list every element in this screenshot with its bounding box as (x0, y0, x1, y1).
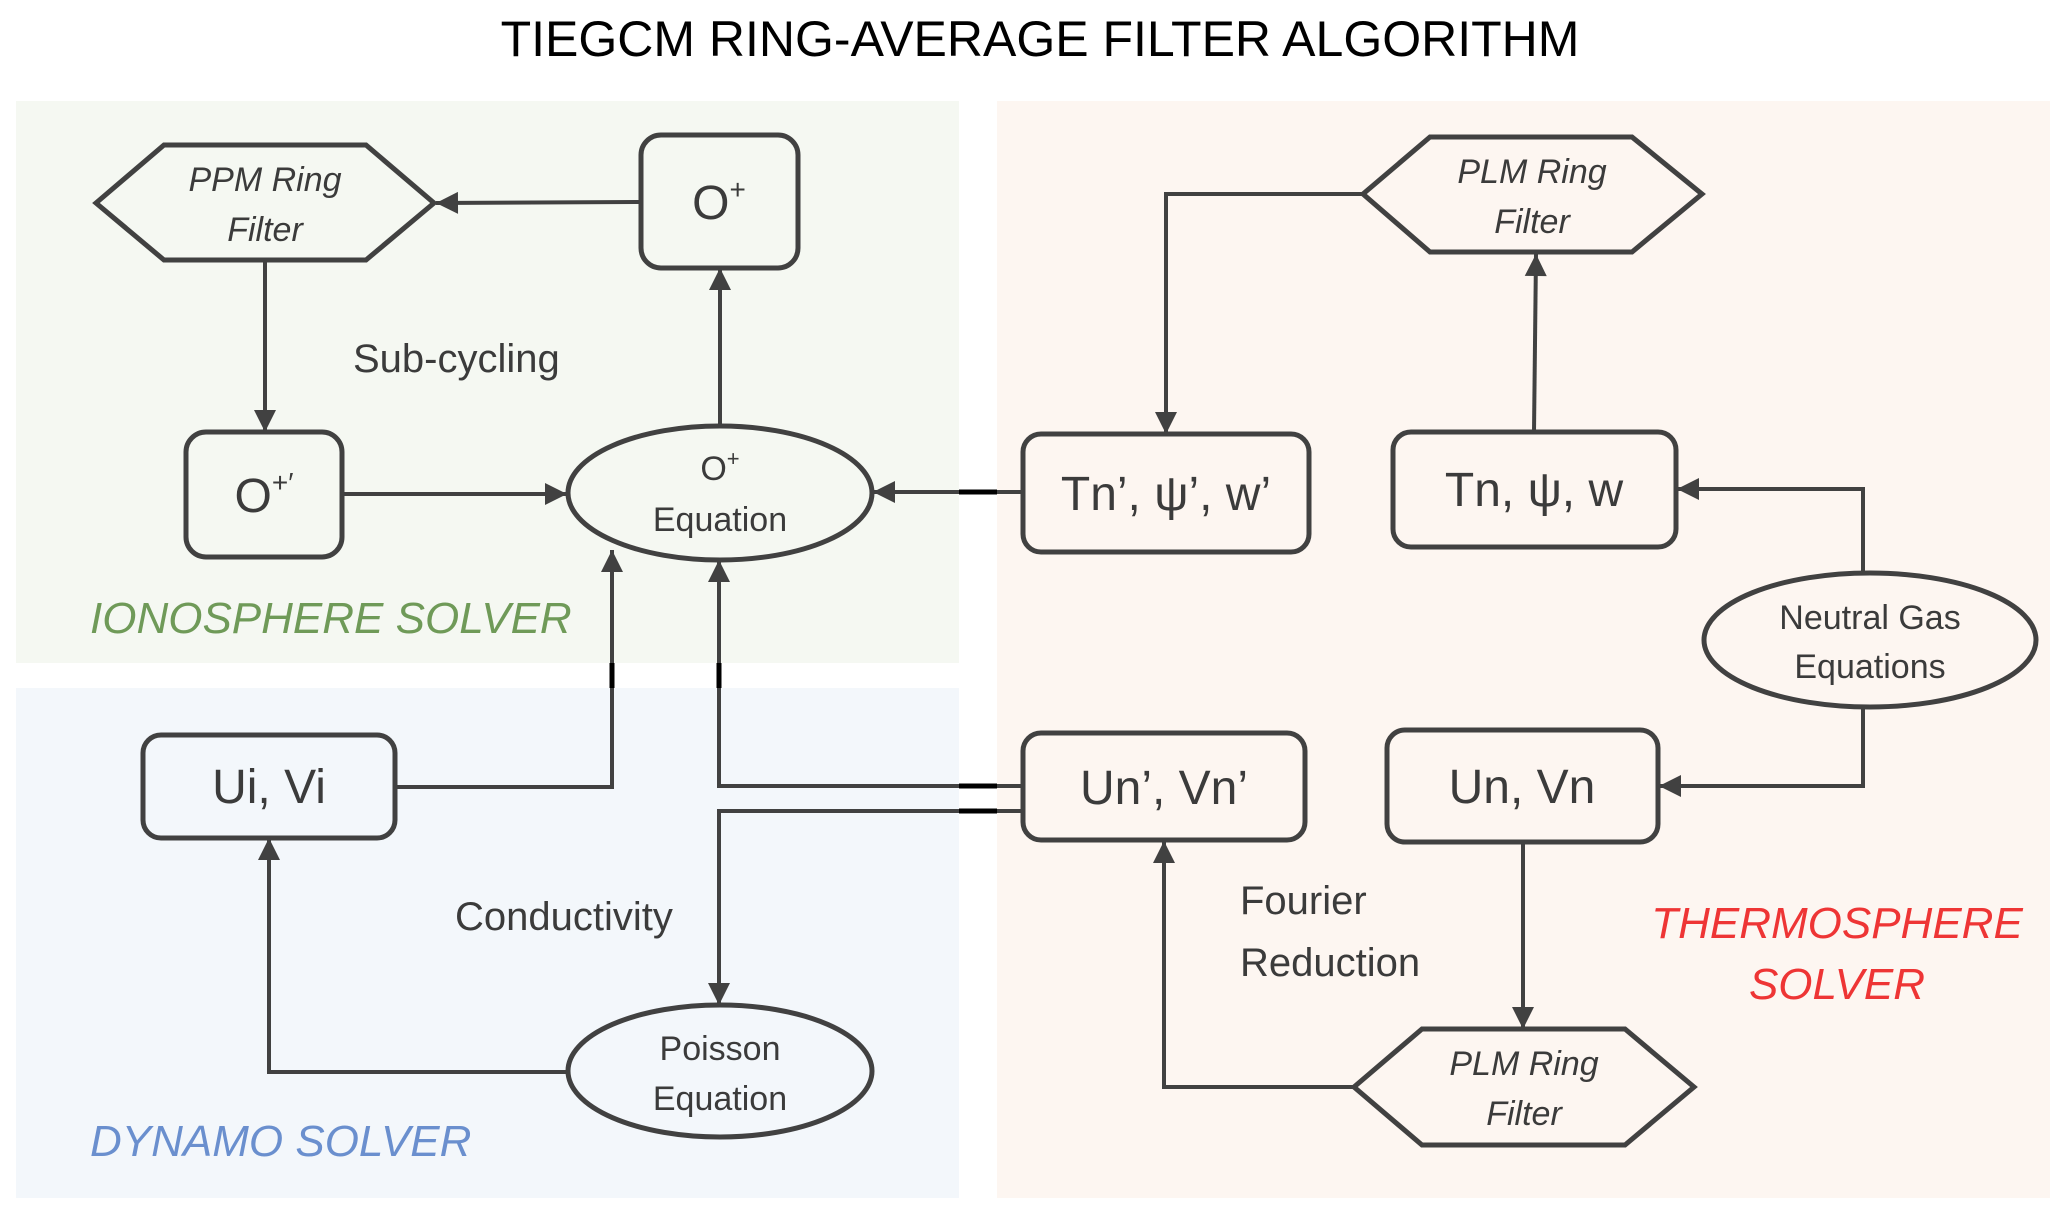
poisson-equation-ellipse (565, 1002, 875, 1140)
ionosphere-solver-panel (16, 101, 959, 663)
edge-ui-vi-to-oplus-equation (395, 550, 614, 789)
ui-vi-box (140, 732, 398, 841)
ppm-ring-filter-hexagon (92, 142, 438, 263)
plm-ring-filter-bottom-hexagon (1350, 1026, 1698, 1148)
o-plus-main: O (692, 177, 729, 230)
o-plus-equation-node[interactable]: O+ Equation (565, 423, 875, 563)
edge-poisson-to-ui-vi-arrowhead (258, 838, 280, 860)
edge-neutral-gas-to-un-arrowhead (1659, 775, 1681, 797)
thermosphere-solver-label-line1: THERMOSPHERE (1651, 899, 2023, 948)
edge-oplus-to-ppm-filter-arrowhead (436, 191, 459, 214)
ui-vi-node[interactable]: Ui, Vi (140, 732, 398, 841)
o-plus-label: O+ (692, 174, 746, 230)
plm-ring-filter-bottom-node[interactable]: PLM Ring Filter (1350, 1026, 1698, 1148)
un-node[interactable]: Un, Vn (1384, 727, 1661, 845)
un-box (1384, 727, 1661, 845)
edge-ppm-filter-to-oplus-prime-arrowhead (254, 410, 276, 432)
tn-box (1390, 429, 1679, 550)
poisson-equation-node[interactable]: Poisson Equation (565, 1002, 875, 1140)
edge-plm-bottom-to-un-prime-arrowhead (1153, 841, 1175, 863)
sub-cycling-annotation: Sub-cycling (353, 337, 560, 381)
fourier-reduction-annotation-line2: Reduction (1240, 941, 1420, 985)
o-plus-equation-sup: + (727, 446, 740, 471)
o-plus-node[interactable]: O+ (638, 132, 801, 271)
edge-neutral-gas-to-tn-arrowhead (1677, 478, 1699, 500)
tn-prime-label: Tn’, ψ’, w’ (1061, 468, 1271, 521)
o-plus-sup: + (729, 174, 745, 205)
edge-un-prime-to-oplus-equation-arrowhead (708, 560, 730, 582)
edge-plm-top-to-tn-prime (1164, 192, 1363, 434)
edge-oplus-equation-to-oplus-arrowhead (709, 268, 731, 290)
plm-ring-filter-top-line1: PLM Ring (1457, 153, 1606, 191)
o-plus-prime-main: O (235, 470, 272, 523)
o-plus-prime-sup: +′ (272, 467, 294, 498)
edge-un-prime-to-poisson (717, 809, 1023, 1005)
ppm-ring-filter-node[interactable]: PPM Ring Filter (92, 142, 438, 263)
plm-ring-filter-bottom-line1: PLM Ring (1449, 1045, 1598, 1083)
ppm-ring-filter-line2: Filter (227, 211, 304, 249)
un-prime-label: Un’, Vn’ (1080, 762, 1248, 815)
plm-ring-filter-top-line2: Filter (1494, 203, 1571, 241)
edge-neutral-gas-to-un (1659, 707, 1865, 788)
diagram-title: TIEGCM RING-AVERAGE FILTER ALGORITHM (501, 11, 1580, 67)
o-plus-prime-node[interactable]: O+′ (183, 429, 345, 560)
tn-node[interactable]: Tn, ψ, w (1390, 429, 1679, 550)
conductivity-annotation: Conductivity (455, 895, 673, 939)
plm-ring-filter-top-hexagon (1359, 134, 1706, 255)
plm-ring-filter-bottom-line2: Filter (1486, 1095, 1563, 1133)
edge-tn-to-plm-top (1532, 253, 1538, 433)
o-plus-prime-label: O+′ (235, 467, 294, 523)
edge-un-to-plm-bottom-arrowhead (1512, 1007, 1534, 1029)
tn-prime-node[interactable]: Tn’, ψ’, w’ (1020, 431, 1312, 555)
edge-plm-top-to-tn-prime-arrowhead (1155, 412, 1177, 434)
edge-neutral-gas-to-tn (1677, 487, 1865, 573)
edge-oplus-to-ppm-filter (435, 200, 642, 205)
plm-ring-filter-top-node[interactable]: PLM Ring Filter (1359, 134, 1706, 255)
tn-prime-box (1020, 431, 1312, 555)
o-plus-equation-ellipse (565, 423, 875, 563)
dynamo-solver-panel (16, 688, 959, 1198)
tn-label: Tn, ψ, w (1445, 464, 1624, 517)
neutral-gas-equations-ellipse (1701, 570, 2039, 710)
edge-tn-prime-to-oplus-equation-arrowhead (873, 481, 895, 503)
ppm-ring-filter-line1: PPM Ring (188, 161, 341, 199)
edge-ui-vi-to-oplus-equation-arrowhead (601, 550, 623, 572)
fourier-reduction-annotation-line1: Fourier (1240, 879, 1367, 923)
o-plus-equation-main: O (700, 450, 726, 488)
edge-plm-bottom-to-un-prime (1162, 841, 1354, 1089)
un-prime-node[interactable]: Un’, Vn’ (1020, 730, 1308, 843)
poisson-equation-line1: Poisson (660, 1030, 781, 1068)
edges-layer (254, 191, 1865, 1089)
edge-poisson-to-ui-vi (267, 838, 567, 1074)
poisson-equation-line2: Equation (653, 1080, 787, 1118)
ionosphere-solver-label: IONOSPHERE SOLVER (90, 594, 572, 643)
thermosphere-solver-label-line2: SOLVER (1749, 960, 1925, 1009)
edge-tn-to-plm-top-arrowhead (1524, 254, 1547, 277)
edge-oplus-prime-to-oplus-equation-arrowhead (545, 483, 567, 505)
dynamo-solver-label: DYNAMO SOLVER (90, 1117, 471, 1166)
o-plus-equation-line1: O+ (700, 446, 739, 488)
edge-un-prime-to-poisson-arrowhead (708, 983, 730, 1005)
o-plus-prime-box (183, 429, 345, 560)
un-prime-box (1020, 730, 1308, 843)
un-label: Un, Vn (1449, 761, 1596, 814)
o-plus-equation-line2: Equation (653, 501, 787, 539)
ui-vi-label: Ui, Vi (212, 761, 326, 814)
edge-un-prime-to-oplus-equation (717, 560, 1023, 788)
neutral-gas-equations-line1: Neutral Gas (1779, 599, 1960, 637)
o-plus-box (638, 132, 801, 271)
neutral-gas-equations-node[interactable]: Neutral Gas Equations (1701, 570, 2039, 710)
neutral-gas-equations-line2: Equations (1794, 648, 1945, 686)
